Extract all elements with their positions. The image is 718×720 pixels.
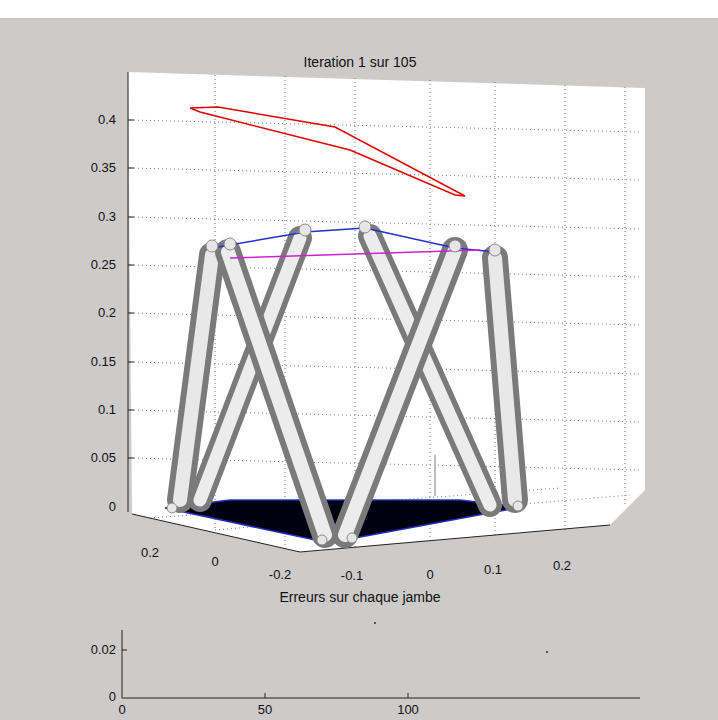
tick-label: 0.1 xyxy=(484,563,502,577)
tick-label: 0 xyxy=(109,690,116,704)
tick-label: 0.02 xyxy=(91,643,116,657)
tick-label: 0 xyxy=(118,703,125,717)
subplot-title: Erreurs sur chaque jambe xyxy=(279,590,440,605)
tick-label: 100 xyxy=(397,703,419,717)
tick-label: 0.1 xyxy=(98,403,116,417)
tick-label: 0.2 xyxy=(553,559,571,573)
tick-label: 0.05 xyxy=(91,451,116,465)
tick-label: 0 xyxy=(426,568,433,582)
tick-label: 0.3 xyxy=(98,210,116,224)
tick-label: 0.35 xyxy=(91,161,116,175)
legs xyxy=(180,236,515,535)
tick-label: -0.1 xyxy=(341,569,363,583)
tick-label: 0.4 xyxy=(98,113,116,127)
plot-title: Iteration 1 sur 105 xyxy=(304,55,417,70)
axis-lines xyxy=(128,72,610,552)
tick-label: 0.25 xyxy=(91,258,116,272)
tick-label: 0.15 xyxy=(91,355,116,369)
tick-label: 0 xyxy=(211,555,218,569)
tick-label: -0.2 xyxy=(269,568,291,582)
tick-label: 50 xyxy=(258,703,272,717)
tick-label: 0.2 xyxy=(98,306,116,320)
axes-background xyxy=(128,72,645,552)
window-strip xyxy=(0,0,718,18)
target-platform xyxy=(190,107,465,196)
tick-label: 0 xyxy=(109,500,116,514)
moving-platform xyxy=(212,228,495,258)
grid-lines xyxy=(130,75,640,547)
error-axes xyxy=(122,630,640,698)
vertical-marker xyxy=(434,455,436,496)
tick-label: 0.2 xyxy=(141,546,159,560)
joints xyxy=(167,221,523,545)
error-points xyxy=(374,622,548,653)
